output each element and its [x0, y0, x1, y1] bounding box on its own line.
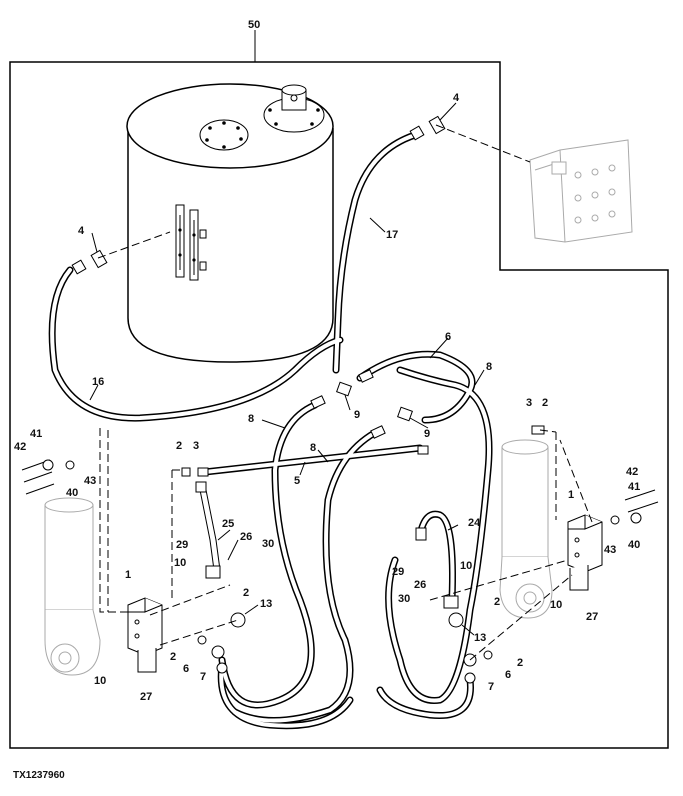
- callout-13: 13: [474, 632, 486, 644]
- callout-2: 2: [176, 440, 182, 452]
- callout-6: 6: [445, 331, 451, 343]
- callout-17: 17: [386, 229, 398, 241]
- callout-16: 16: [92, 376, 104, 388]
- callout-8: 8: [310, 442, 316, 454]
- callout-2: 2: [542, 397, 548, 409]
- callout-4: 4: [78, 225, 85, 237]
- callout-41: 41: [30, 428, 42, 440]
- callout-8: 8: [248, 413, 254, 425]
- tube-25: [199, 489, 221, 571]
- tank-cover-plate: [199, 119, 249, 151]
- callout-2: 2: [494, 596, 500, 608]
- manifold-block-right: [567, 514, 603, 591]
- hose-16: [48, 266, 344, 422]
- callout-24: 24: [468, 517, 481, 529]
- tank-filter-cap: [263, 84, 325, 133]
- callout-10: 10: [94, 675, 106, 687]
- callout-8: 8: [486, 361, 492, 373]
- callout-26: 26: [240, 531, 252, 543]
- callout-3: 3: [193, 440, 199, 452]
- callout-29: 29: [176, 539, 188, 551]
- control-valve-ghost: [529, 139, 633, 243]
- callout-25: 25: [222, 518, 234, 530]
- manifold-block-left: [127, 597, 163, 673]
- tank-sight-gauge: [175, 204, 207, 281]
- callout-27: 27: [140, 691, 152, 703]
- hose-17: [332, 131, 419, 374]
- callout-7: 7: [200, 671, 206, 683]
- callout-40: 40: [628, 539, 640, 551]
- right-cylinder-ghost: [499, 439, 553, 619]
- callout-5: 5: [294, 475, 300, 487]
- fittings: [71, 115, 545, 684]
- callout-2: 2: [517, 657, 523, 669]
- callout-10: 10: [174, 557, 186, 569]
- callout-4: 4: [453, 92, 460, 104]
- callout-10: 10: [460, 560, 472, 572]
- callout-6: 6: [505, 669, 511, 681]
- callout-30: 30: [398, 593, 410, 605]
- bolt-set-left: [21, 459, 75, 495]
- leader-lines: [89, 102, 485, 636]
- callout-9: 9: [424, 428, 430, 440]
- callout-41: 41: [628, 481, 640, 493]
- callout-30: 30: [262, 538, 274, 550]
- callout-2: 2: [170, 651, 176, 663]
- callout-3: 3: [526, 397, 532, 409]
- dashed-assembly-lines: [97, 124, 593, 661]
- callout-50: 50: [248, 19, 260, 31]
- callout-1: 1: [568, 489, 574, 501]
- hydraulic-tank: [126, 83, 334, 363]
- callout-43: 43: [84, 475, 96, 487]
- callout-42: 42: [14, 441, 26, 453]
- callout-40: 40: [66, 487, 78, 499]
- callout-6: 6: [183, 663, 189, 675]
- callout-10: 10: [550, 599, 562, 611]
- callout-29: 29: [392, 566, 404, 578]
- callout-43: 43: [604, 544, 616, 556]
- callout-42: 42: [626, 466, 638, 478]
- callout-7: 7: [488, 681, 494, 693]
- figure-id: TX1237960: [13, 770, 65, 781]
- callout-1: 1: [125, 569, 131, 581]
- bolt-set-right: [610, 489, 659, 525]
- callout-13: 13: [260, 598, 272, 610]
- hoses-inner: [50, 133, 491, 728]
- callout-9: 9: [354, 409, 360, 421]
- assembly-boundary: [9, 30, 669, 749]
- callout-labels: 50 4 4 17 16 6 8 8 8 9 9 5 3 2 2 3 42 41…: [14, 19, 640, 703]
- left-cylinder-ghost: [44, 497, 101, 676]
- callout-2: 2: [243, 587, 249, 599]
- hose-8a: [218, 401, 319, 709]
- callout-27: 27: [586, 611, 598, 623]
- callout-26: 26: [414, 579, 426, 591]
